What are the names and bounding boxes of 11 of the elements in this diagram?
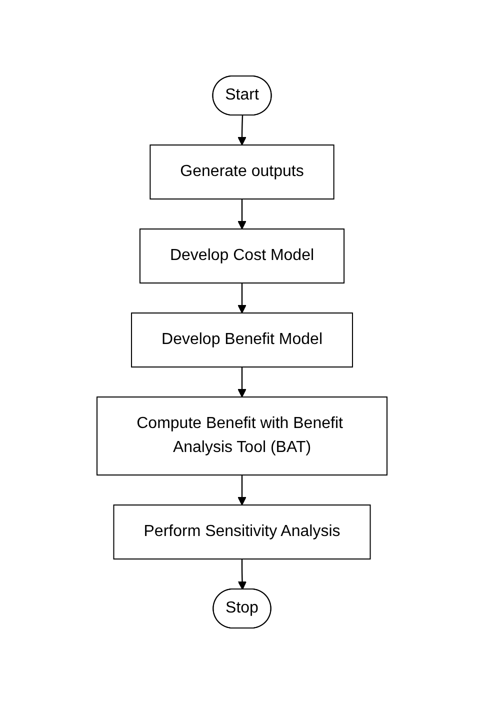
node-box: Develop Benefit Model: [131, 312, 353, 368]
arrow: [238, 475, 246, 506]
node-box: Compute Benefit with Benefit Analysis Tool (BAT): [96, 396, 388, 476]
node-box: Perform Sensitivity Analysis: [113, 504, 371, 560]
node-box: Develop Cost Model: [139, 228, 345, 284]
arrow: [238, 199, 246, 230]
arrow: [238, 367, 246, 398]
arrow: [238, 115, 246, 146]
node-box: Generate outputs: [150, 144, 334, 200]
arrow: [238, 283, 246, 314]
arrow: [238, 559, 247, 590]
